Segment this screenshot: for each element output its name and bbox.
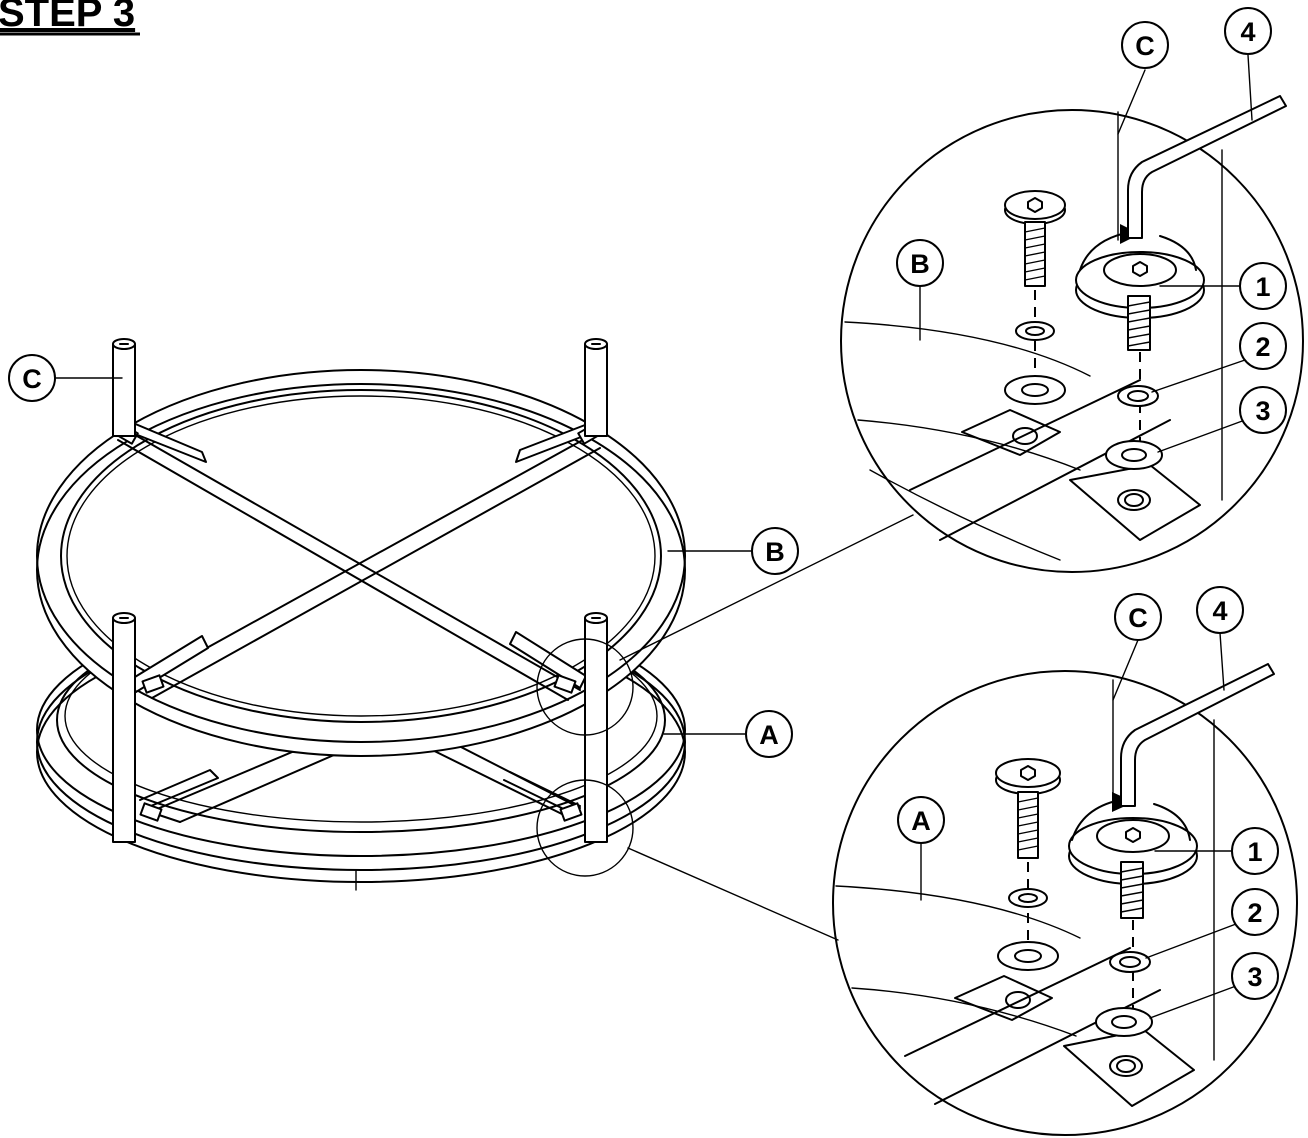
callout-top-ring-b: B (667, 527, 799, 575)
connector-top (619, 514, 914, 661)
svg-text:1: 1 (1255, 272, 1270, 302)
callout-bottom-ring-a: A (663, 710, 793, 758)
leg-back-right (584, 338, 608, 437)
detail-top-callout-4: 4 (1224, 7, 1272, 121)
detail-bottom-callout-c: C (1112, 593, 1162, 701)
detail-bottom-callout-3: 3 (1149, 952, 1279, 1019)
leg-front-left (112, 612, 136, 843)
svg-text:C: C (22, 364, 42, 394)
svg-text:A: A (759, 720, 779, 750)
top-ring-b (36, 369, 686, 757)
top-cross-braces (115, 419, 601, 701)
svg-text:1: 1 (1247, 837, 1262, 867)
callout-leg-c: C (8, 354, 123, 402)
svg-text:2: 2 (1255, 332, 1270, 362)
svg-text:C: C (1128, 603, 1148, 633)
detail-view-top (840, 95, 1304, 573)
leg-back-left (112, 338, 136, 437)
detail-top-callout-b: B (896, 239, 944, 341)
detail-bottom-callout-2: 2 (1145, 888, 1279, 959)
svg-text:3: 3 (1255, 396, 1270, 426)
svg-text:4: 4 (1240, 17, 1255, 47)
svg-text:4: 4 (1212, 596, 1227, 626)
leg-front-right (584, 612, 608, 843)
zoom-marker-top (536, 638, 634, 736)
svg-text:B: B (910, 249, 930, 279)
table-frame (36, 338, 686, 891)
svg-text:B: B (765, 537, 785, 567)
svg-text:3: 3 (1247, 962, 1262, 992)
detail-top-callout-2: 2 (1151, 322, 1287, 393)
zoom-marker-bottom (536, 779, 634, 877)
detail-view-bottom (832, 663, 1298, 1136)
svg-text:2: 2 (1247, 898, 1262, 928)
detail-bottom-callout-1: 1 (1154, 827, 1279, 875)
svg-text:A: A (911, 806, 931, 836)
detail-top-callout-1: 1 (1159, 262, 1287, 310)
connector-bottom (627, 847, 839, 941)
detail-bottom-callout-4: 4 (1196, 586, 1244, 691)
detail-top-callout-c: C (1117, 21, 1169, 135)
detail-top-callout-3: 3 (1157, 386, 1287, 453)
step-title: STEP 3 (0, 0, 135, 35)
svg-text:C: C (1135, 31, 1155, 61)
detail-bottom-callout-a: A (897, 796, 945, 901)
